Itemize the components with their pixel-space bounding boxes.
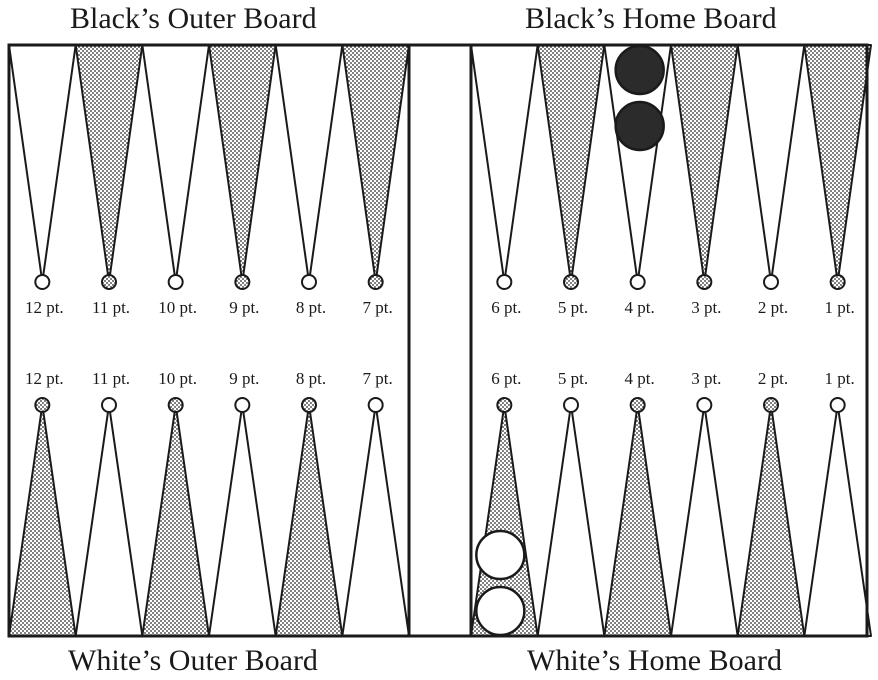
- top-point-triangle: [536, 44, 606, 283]
- bottom-point-tip: [829, 397, 846, 413]
- bottom-point-tip: [496, 397, 513, 413]
- top-point-tip: [167, 274, 184, 290]
- bottom-point-tip: [563, 397, 579, 413]
- top-point-tip: [301, 274, 317, 290]
- bottom-point-triangle: [141, 404, 210, 637]
- top-point-label: 3 pt.: [691, 298, 721, 317]
- bottom-point-label: 8 pt.: [296, 369, 326, 388]
- board-frame: [7, 43, 869, 638]
- top-point-triangle: [341, 44, 410, 283]
- top-point-tip: [829, 274, 846, 290]
- top-point-triangle: [74, 44, 144, 283]
- top-point-tip: [696, 274, 713, 290]
- black-checker[interactable]: [614, 44, 665, 96]
- bottom-point-label: 5 pt.: [558, 369, 588, 388]
- points-layer: [8, 44, 872, 637]
- bottom-point-triangle: [274, 404, 344, 637]
- bottom-point-label: 2 pt.: [758, 369, 788, 388]
- top-point-triangle: [670, 44, 739, 283]
- bottom-point-label: 4 pt.: [625, 369, 655, 388]
- black-home-board-title: Black’s Home Board: [525, 2, 777, 35]
- bottom-point-tip: [763, 397, 779, 413]
- black-outer-board-title: Black’s Outer Board: [70, 2, 317, 35]
- top-point-label: 4 pt.: [625, 298, 655, 317]
- bottom-point-triangle: [74, 404, 144, 637]
- checkers-layer: [475, 44, 665, 637]
- bottom-point-label: 9 pt.: [229, 369, 259, 388]
- bottom-point-label: 6 pt.: [491, 369, 521, 388]
- top-point-label: 9 pt.: [229, 298, 259, 317]
- top-point-tip: [763, 274, 779, 290]
- bottom-point-tip: [167, 397, 184, 413]
- top-point-label: 7 pt.: [363, 298, 393, 317]
- bottom-point-label: 7 pt.: [363, 369, 393, 388]
- bottom-point-tip: [629, 397, 646, 413]
- top-point-tip: [101, 274, 117, 290]
- labels-layer: 12 pt. 11 pt. 10 pt. 9 pt. 8 pt. 7 pt. 6 pt. 5 …: [25, 298, 855, 388]
- bottom-point-triangle: [536, 404, 606, 637]
- top-point-triangle: [274, 44, 344, 283]
- top-point-triangle: [8, 44, 77, 283]
- bottom-point-tip: [696, 397, 713, 413]
- top-point-label: 1 pt.: [825, 298, 855, 317]
- top-point-label: 6 pt.: [491, 298, 521, 317]
- top-point-label: 2 pt.: [758, 298, 788, 317]
- bottom-point-triangle: [341, 404, 410, 637]
- top-point-label: 8 pt.: [296, 298, 326, 317]
- bottom-point-label: 1 pt.: [825, 369, 855, 388]
- top-point-tip: [234, 274, 251, 290]
- top-point-triangle: [736, 44, 806, 283]
- bottom-point-label: 3 pt.: [691, 369, 721, 388]
- top-point-triangle: [141, 44, 210, 283]
- white-outer-board-title: White’s Outer Board: [68, 644, 318, 677]
- bottom-point-tip: [34, 397, 51, 413]
- top-point-label: 12 pt.: [25, 298, 64, 317]
- top-point-label: 11 pt.: [92, 298, 130, 317]
- bottom-point-tip: [234, 397, 251, 413]
- board-outline: [7, 43, 869, 638]
- top-point-triangle: [208, 44, 277, 283]
- top-point-tip: [496, 274, 513, 290]
- top-point-tip: [367, 274, 384, 290]
- top-point-tip: [629, 274, 646, 290]
- bottom-point-triangle: [208, 404, 277, 637]
- white-home-board-title: White’s Home Board: [527, 644, 782, 677]
- bottom-point-triangle: [670, 404, 739, 637]
- bottom-point-label: 10 pt.: [158, 369, 197, 388]
- bottom-point-triangle: [8, 404, 77, 637]
- bottom-point-label: 12 pt.: [25, 369, 64, 388]
- bottom-point-triangle: [603, 404, 672, 637]
- bottom-point-tip: [301, 397, 317, 413]
- bottom-point-tip: [101, 397, 117, 413]
- white-checker[interactable]: [475, 529, 526, 581]
- top-point-label: 5 pt.: [558, 298, 588, 317]
- bottom-point-triangle: [803, 404, 872, 637]
- bottom-point-triangle: [736, 404, 806, 637]
- top-point-label: 10 pt.: [158, 298, 197, 317]
- bottom-point-tip: [367, 397, 384, 413]
- top-point-tip: [34, 274, 51, 290]
- white-checker[interactable]: [475, 585, 526, 637]
- bottom-point-label: 11 pt.: [92, 369, 130, 388]
- top-point-triangle: [803, 44, 872, 283]
- black-checker[interactable]: [614, 100, 665, 152]
- top-point-tip: [563, 274, 579, 290]
- top-point-triangle: [470, 44, 539, 283]
